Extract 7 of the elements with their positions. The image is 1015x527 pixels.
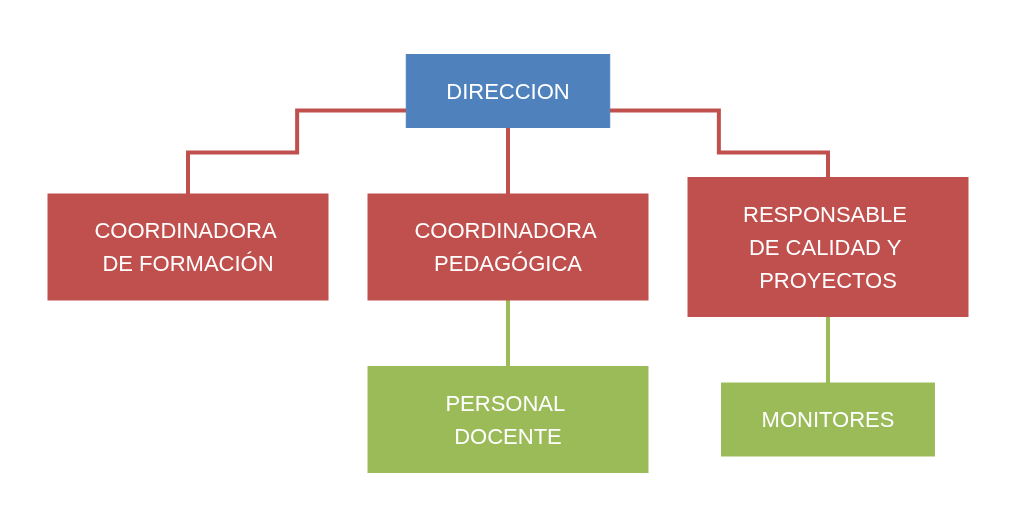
- node-box: COORDINADORA DE FORMACIÓN: [47, 193, 328, 301]
- node-box: RESPONSABLE DE CALIDAD Y PROYECTOS: [687, 177, 968, 317]
- connector: [185, 108, 406, 196]
- node-box: MONITORES: [720, 382, 935, 457]
- node-box: DIRECCION: [405, 54, 610, 128]
- node-box: PERSONAL DOCENTE: [367, 366, 648, 473]
- node-box: COORDINADORA PEDAGÓGICA: [367, 193, 648, 301]
